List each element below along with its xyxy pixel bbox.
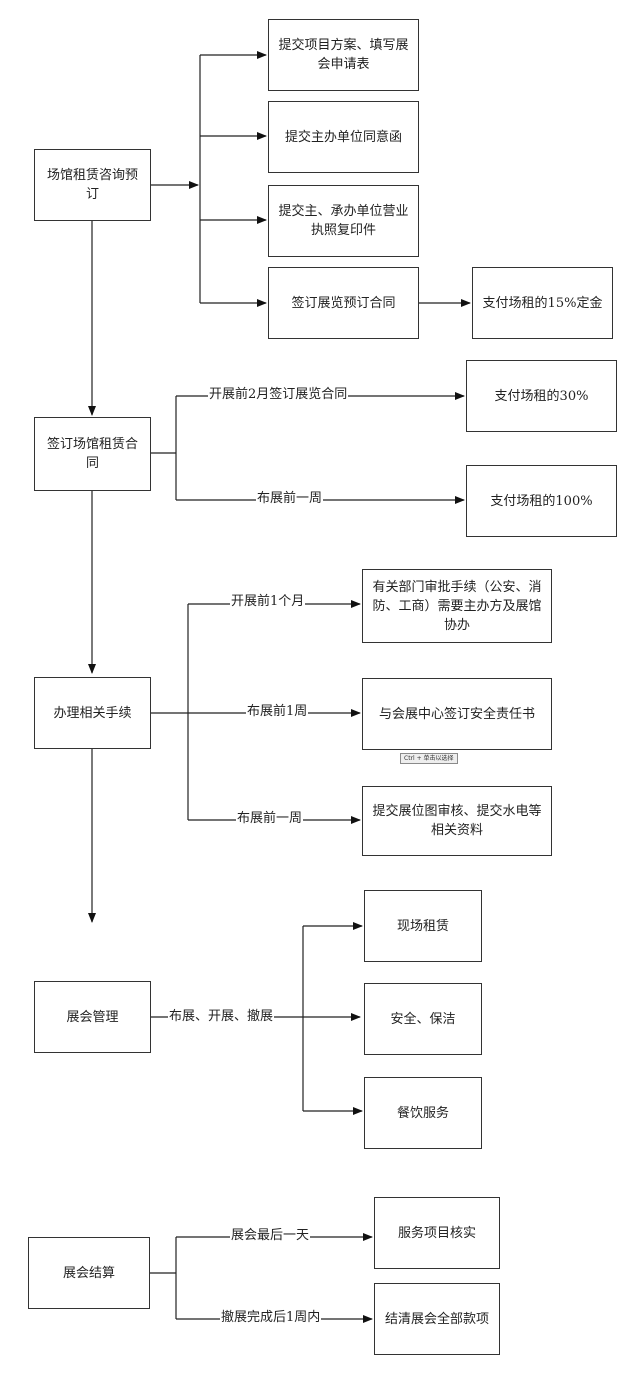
box-reservation-contract: 签订展览预订合同 <box>268 267 419 339</box>
box-onsite-rental: 现场租赁 <box>364 890 482 962</box>
label-one-week-before: 布展前1周 <box>246 704 309 720</box>
label-setup-open-dismantle: 布展、开展、撤展 <box>168 1009 275 1025</box>
box-consent-letter: 提交主办单位同意函 <box>268 101 419 173</box>
box-submit-proposal: 提交项目方案、填写展会申请表 <box>268 19 419 91</box>
box-submit-drawings: 提交展位图审核、提交水电等相关资料 <box>362 786 552 856</box>
step-procedures: 办理相关手续 <box>34 677 151 749</box>
step-settlement: 展会结算 <box>28 1237 150 1309</box>
step-sign-lease: 签订场馆租赁合同 <box>34 417 151 491</box>
label-week-before-setup: 布展前一周 <box>256 491 324 507</box>
step-venue-booking: 场馆租赁咨询预订 <box>34 149 151 221</box>
box-settle-payment: 结清展会全部款项 <box>374 1283 500 1355</box>
box-pay-30: 支付场租的30% <box>466 360 617 432</box>
label-two-months-before: 开展前2月签订展览合同 <box>208 387 349 403</box>
box-department-approval: 有关部门审批手续（公安、消防、工商）需要主办方及展馆协办 <box>362 569 552 643</box>
label-week-before-setup-2: 布展前一周 <box>236 811 304 827</box>
box-security-cleaning: 安全、保洁 <box>364 983 482 1055</box>
label-one-month-before: 开展前1个月 <box>230 594 306 610</box>
box-deposit-payment: 支付场租的15%定金 <box>472 267 613 339</box>
box-catering: 餐饮服务 <box>364 1077 482 1149</box>
label-last-day: 展会最后一天 <box>230 1228 311 1244</box>
step-exhibition-management: 展会管理 <box>34 981 151 1053</box>
box-pay-100: 支付场租的100% <box>466 465 617 537</box>
box-license-copy: 提交主、承办单位营业执照复印件 <box>268 185 419 257</box>
ctrl-click-tooltip: Ctrl + 单击以选择 <box>400 753 458 764</box>
label-within-week-after: 撤展完成后1周内 <box>220 1310 322 1326</box>
box-verify-services: 服务项目核实 <box>374 1197 500 1269</box>
box-safety-agreement: 与会展中心签订安全责任书 <box>362 678 552 750</box>
